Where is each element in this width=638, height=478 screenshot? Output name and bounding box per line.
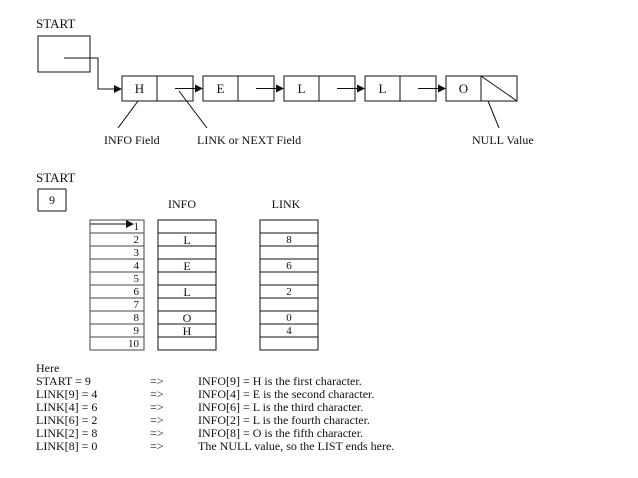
info-cell-text: E	[183, 259, 190, 273]
note-left: START = 9	[36, 374, 91, 388]
link-field-pointer	[178, 90, 208, 129]
info-cell	[157, 219, 217, 234]
node-info-text: H	[135, 81, 144, 96]
top-start-label: START	[36, 16, 75, 31]
note-arrow: =>	[150, 400, 164, 414]
link-cell-text: 2	[286, 286, 292, 298]
note-left: LINK[8] = 0	[36, 439, 97, 453]
index-number: 2	[134, 234, 140, 246]
note-left: LINK[6] = 2	[36, 413, 97, 427]
note-arrow: =>	[150, 413, 164, 427]
info-cell	[157, 245, 217, 260]
node-link-cell	[480, 75, 518, 102]
info-cell-text: L	[183, 285, 190, 299]
info-cell	[157, 297, 217, 312]
link-cell-text: 4	[286, 325, 292, 337]
index-number: 5	[134, 273, 140, 285]
table-start-box	[37, 188, 67, 212]
note-left: LINK[9] = 4	[36, 387, 97, 401]
index-number: 7	[134, 299, 140, 311]
info-cell-text: H	[183, 324, 192, 338]
note-arrow: =>	[150, 426, 164, 440]
index-number: 9	[134, 325, 140, 337]
index-number: 3	[134, 247, 140, 259]
info-field-label: INFO Field	[104, 133, 160, 147]
link-cell-text: 8	[286, 234, 292, 246]
link-cell	[259, 271, 319, 286]
link-cell	[259, 219, 319, 234]
note-arrow: =>	[150, 387, 164, 401]
top-start-box	[37, 35, 91, 73]
index-number: 1	[134, 221, 140, 233]
note-right: INFO[8] = O is the fifth character.	[198, 426, 363, 440]
node-info-text: L	[379, 81, 387, 96]
index-number: 10	[128, 338, 140, 350]
info-header: INFO	[168, 197, 196, 211]
null-link-slash	[480, 75, 518, 102]
link-cell-text: 0	[286, 312, 292, 324]
note-right: INFO[4] = E is the second character.	[198, 387, 374, 401]
index-number: 8	[134, 312, 140, 324]
info-cell	[157, 336, 217, 351]
index-number: 6	[134, 286, 140, 298]
note-right: INFO[6] = L is the third character.	[198, 400, 363, 414]
node-info-text: E	[217, 81, 225, 96]
index-cell	[89, 336, 145, 351]
note-left: LINK[2] = 8	[36, 426, 97, 440]
info-cell-text: O	[183, 311, 192, 325]
link-field-label: LINK or NEXT Field	[197, 133, 301, 147]
link-cell	[259, 336, 319, 351]
note-arrow: =>	[150, 439, 164, 453]
link-cell-text: 6	[286, 260, 292, 272]
table-start-label: START	[36, 170, 75, 185]
link-header: LINK	[272, 197, 301, 211]
link-cell	[259, 245, 319, 260]
info-cell-text: L	[183, 233, 190, 247]
note-right: INFO[2] = L is the fourth character.	[198, 413, 370, 427]
note-left: LINK[4] = 6	[36, 400, 97, 414]
note-right: The NULL value, so the LIST ends here.	[198, 439, 394, 453]
note-arrow: =>	[150, 374, 164, 388]
link-column: 8 6 2 04	[259, 219, 319, 351]
here-label: Here	[36, 361, 59, 375]
null-value-label: NULL Value	[472, 133, 534, 147]
node-info-text: O	[459, 81, 468, 96]
index-number: 4	[134, 260, 140, 272]
start-pointer-arrow	[64, 57, 122, 93]
null-value-pointer	[487, 100, 500, 129]
table-start-value: 9	[49, 193, 55, 207]
link-cell	[259, 297, 319, 312]
explanation-lines: START = 9 => INFO[9] = H is the first char…	[36, 374, 394, 453]
node-info-text: L	[298, 81, 306, 96]
info-cell	[157, 271, 217, 286]
note-right: INFO[9] = H is the first character.	[198, 374, 362, 388]
info-field-pointer	[117, 100, 139, 129]
